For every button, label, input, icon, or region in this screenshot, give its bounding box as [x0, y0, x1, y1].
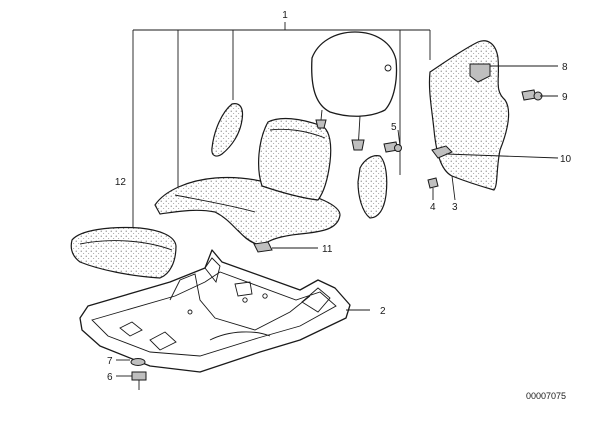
callout-8: 8 — [562, 62, 568, 73]
callouts: 1 2 3 4 5 6 7 8 9 10 11 12 — [107, 10, 572, 383]
left-side-trim — [211, 103, 244, 157]
backrest — [258, 117, 332, 201]
callout-1: 1 — [282, 10, 288, 21]
seat-pan — [79, 249, 351, 373]
hardware — [130, 89, 543, 390]
callout-12: 12 — [115, 177, 127, 188]
callout-11: 11 — [322, 244, 333, 255]
callout-4: 4 — [430, 202, 436, 213]
callout-10: 10 — [560, 154, 572, 165]
callout-9: 9 — [562, 92, 568, 103]
callout-7: 7 — [107, 356, 113, 367]
headrest — [311, 31, 398, 151]
leader-lines — [116, 65, 559, 377]
front-bolster — [70, 226, 177, 279]
callout-6: 6 — [107, 372, 113, 383]
drawing-number: 00007075 — [526, 391, 566, 401]
assembly-bracket — [132, 22, 431, 232]
callout-2: 2 — [380, 306, 386, 317]
rear-shell — [428, 40, 510, 191]
right-side-trim — [357, 155, 388, 219]
callout-5: 5 — [391, 122, 397, 133]
callout-3: 3 — [452, 202, 458, 213]
